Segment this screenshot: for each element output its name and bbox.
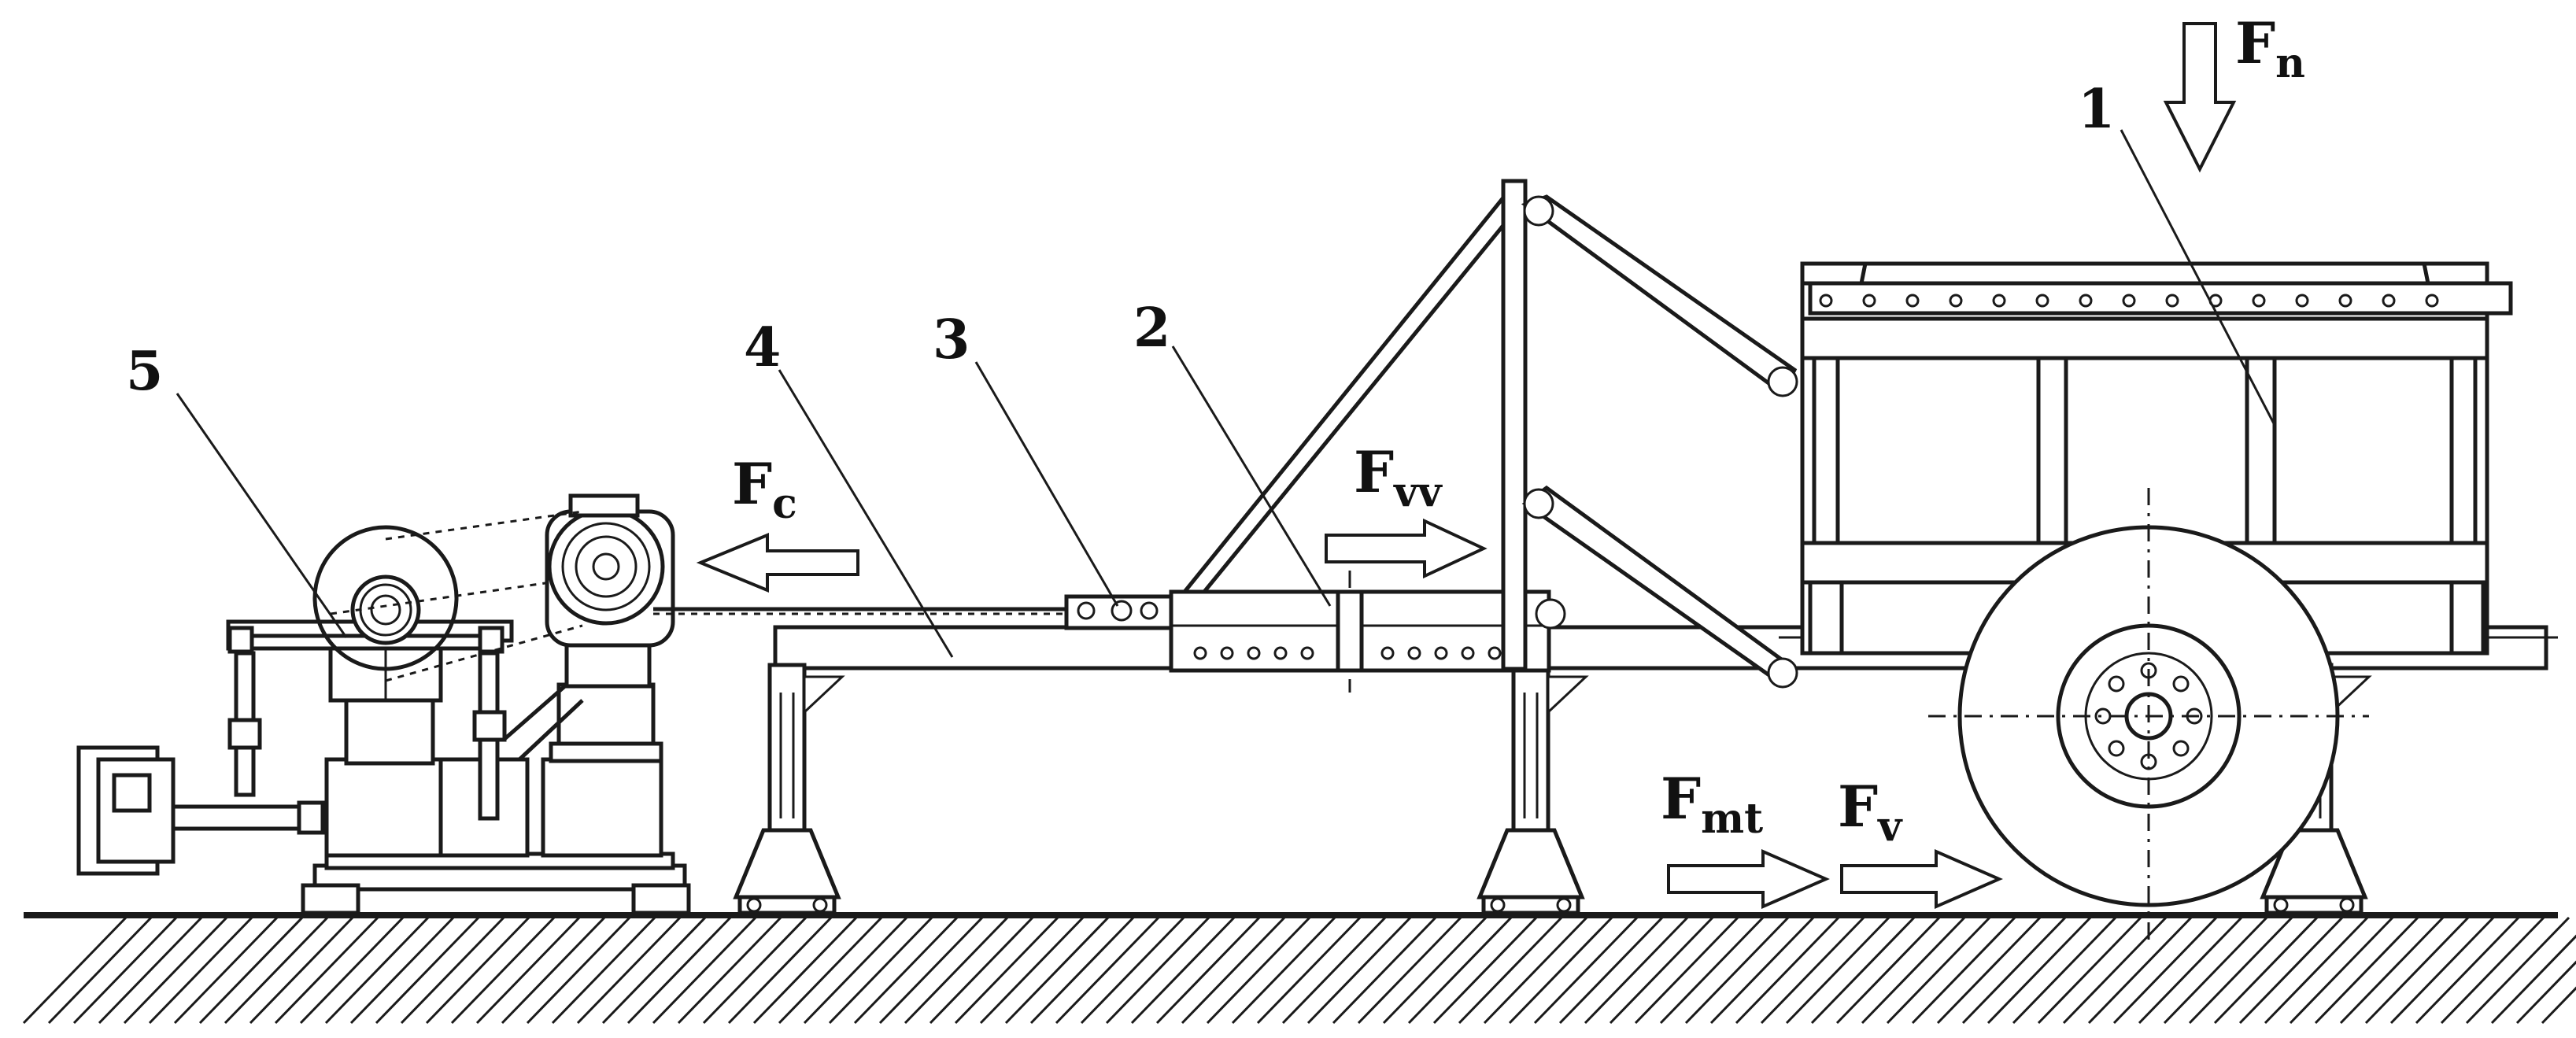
fc-label: Fc [732, 450, 797, 528]
leader-lines [176, 129, 2276, 658]
force-labels: Fn Fc Fvv Fmt Fv [732, 9, 2305, 851]
tow-cable [653, 607, 1070, 615]
callout-5: 5 [126, 340, 163, 403]
fv-label: Fv [1838, 773, 1903, 851]
fc-arrow [696, 533, 859, 593]
fmt-arrow [1667, 848, 1830, 910]
force-arrows [696, 22, 2237, 910]
fmt-label: Fmt [1661, 765, 1763, 843]
fvv-label: Fvv [1354, 438, 1443, 516]
a-frame [1180, 179, 1798, 689]
fn-label: Fn [2235, 9, 2305, 87]
vehicle-frame [1800, 261, 2513, 944]
callout-1: 1 [2078, 78, 2115, 141]
callouts: 1 2 3 4 5 [126, 78, 2115, 403]
callout-4: 4 [744, 316, 781, 379]
fn-arrow [2163, 22, 2237, 173]
callout-3: 3 [933, 308, 970, 371]
ground [22, 912, 2576, 1025]
callout-2: 2 [1133, 297, 1170, 360]
force-sensor [1064, 571, 1551, 693]
fv-arrow [1840, 848, 2003, 910]
drive-unit [76, 493, 691, 915]
fvv-arrow [1325, 518, 1488, 579]
